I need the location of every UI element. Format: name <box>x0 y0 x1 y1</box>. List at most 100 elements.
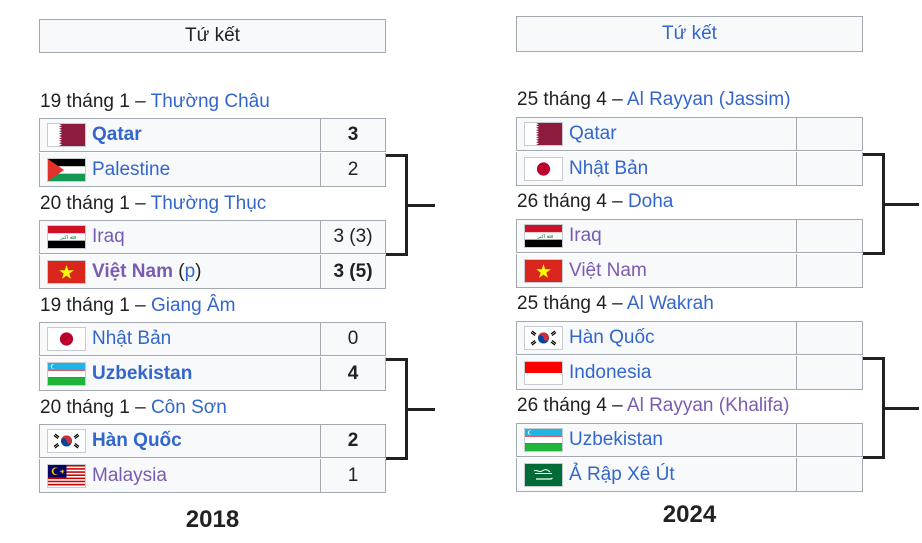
match-date: 26 tháng 4 – <box>517 395 627 416</box>
match-venue-link[interactable]: Al Wakrah <box>626 293 714 314</box>
svg-text:ﷲ ﺍﻛﺒﺮ: ﷲ ﺍﻛﺒﺮ <box>536 234 553 240</box>
team-cell: Việt Nam (p) <box>39 255 321 289</box>
team-name-link[interactable]: Malaysia <box>92 464 167 486</box>
match-venue-link[interactable]: Thường Thục <box>150 193 267 214</box>
team-score <box>797 423 863 457</box>
svg-text:ﷲ ﺍﻛﺒﺮ: ﷲ ﺍﻛﺒﺮ <box>59 235 76 241</box>
team-cell: Uzbekistan <box>39 357 321 391</box>
match-date: 20 tháng 1 – <box>40 193 151 214</box>
match-venue-link[interactable]: Côn Sơn <box>150 397 227 418</box>
team-cell: Việt Nam <box>516 254 797 288</box>
japan-flag-icon <box>47 327 86 351</box>
qatar-flag-icon <box>524 122 563 146</box>
team-score: 0 <box>321 322 386 356</box>
bracket-stub <box>882 203 919 206</box>
team-cell: Uzbekistan <box>516 423 797 457</box>
match-info: 19 tháng 1 – Giang Âm <box>40 295 235 317</box>
team-name-link[interactable]: Uzbekistan <box>569 429 663 450</box>
team-name-link[interactable]: Việt Nam <box>569 259 647 281</box>
team-score <box>797 219 863 253</box>
team-score: 3 (3) <box>321 220 386 254</box>
south-korea-flag-icon <box>47 429 86 453</box>
match-date: 20 tháng 1 – <box>40 397 151 418</box>
right-year-label: 2024 <box>662 501 717 528</box>
indonesia-flag-icon <box>524 360 563 385</box>
match-info: 25 tháng 4 – Al Wakrah <box>517 293 714 315</box>
bracket-stub <box>405 408 435 411</box>
team-name-link[interactable]: Indonesia <box>569 361 652 383</box>
right-round-header[interactable]: Tứ kết <box>516 16 863 52</box>
team-score <box>797 458 863 492</box>
team-row: Việt Nam <box>516 254 863 288</box>
team-score: 2 <box>321 424 386 458</box>
team-name-link[interactable]: Hàn Quốc <box>569 327 655 348</box>
vietnam-flag-icon <box>47 259 86 284</box>
match-venue-link[interactable]: Giang Âm <box>150 295 236 316</box>
team-cell: ﷲ ﺍﻛﺒﺮ Iraq <box>516 219 797 253</box>
team-cell: Nhật Bản <box>516 152 797 186</box>
bracket-stub <box>405 204 435 207</box>
team-cell: Ả Rập Xê Út <box>516 458 797 492</box>
team-row: Qatar <box>516 117 863 151</box>
team-row: ﷲ ﺍﻛﺒﺮ Iraq <box>516 219 863 253</box>
saudi-arabia-flag-icon <box>524 462 563 487</box>
left-round-header: Tứ kết <box>39 19 386 53</box>
team-row: Việt Nam (p)3 (5) <box>39 255 386 289</box>
match-date: 19 tháng 1 – <box>40 91 151 112</box>
uzbekistan-flag-icon <box>47 361 86 386</box>
team-row: Nhật Bản <box>516 152 863 186</box>
team-score <box>797 152 863 186</box>
team-name-link[interactable]: Hàn Quốc <box>92 430 182 451</box>
team-score: 1 <box>321 459 386 493</box>
match-info: 19 tháng 1 – Thường Châu <box>40 91 270 113</box>
match-venue-link[interactable]: Doha <box>627 191 674 212</box>
team-cell: Qatar <box>516 117 797 151</box>
team-row: Qatar 3 <box>39 118 386 152</box>
match-info: 25 tháng 4 – Al Rayyan (Jassim) <box>517 89 791 111</box>
japan-flag-icon <box>524 156 563 181</box>
team-name-link[interactable]: Việt Nam <box>92 260 173 282</box>
team-row: Uzbekistan 4 <box>39 357 386 391</box>
match-date: 26 tháng 4 – <box>517 191 628 212</box>
team-cell: Nhật Bản <box>39 322 321 356</box>
match-date: 25 tháng 4 – <box>517 89 627 110</box>
team-name-link[interactable]: Ả Rập Xê Út <box>569 463 675 485</box>
vietnam-flag-icon <box>524 258 563 283</box>
malaysia-flag-icon <box>47 463 86 488</box>
team-row: Ả Rập Xê Út <box>516 458 863 492</box>
penalty-link[interactable]: p <box>184 260 196 282</box>
team-score: 3 (5) <box>321 255 386 289</box>
team-name-link[interactable]: Iraq <box>92 226 125 247</box>
team-name-link[interactable]: Iraq <box>569 225 602 246</box>
team-row: Uzbekistan <box>516 423 863 457</box>
team-row: Hàn Quốc <box>516 321 863 355</box>
penalty-note: (p) <box>172 260 202 282</box>
bracket-stub <box>882 407 919 410</box>
iraq-flag-icon: ﷲ ﺍﻛﺒﺮ <box>524 224 563 248</box>
match-info: 26 tháng 4 – Al Rayyan (Khalifa) <box>517 395 790 417</box>
team-name-link[interactable]: Uzbekistan <box>92 362 193 384</box>
team-row: ﷲ ﺍﻛﺒﺮ Iraq 3 (3) <box>39 220 386 254</box>
iraq-flag-icon: ﷲ ﺍﻛﺒﺮ <box>47 225 86 249</box>
team-name-link[interactable]: Qatar <box>92 124 142 145</box>
team-name-link[interactable]: Nhật Bản <box>569 157 649 179</box>
match-date: 25 tháng 4 – <box>517 293 627 314</box>
team-cell: Hàn Quốc <box>516 321 797 355</box>
team-name-link[interactable]: Palestine <box>92 158 171 180</box>
team-name-link[interactable]: Nhật Bản <box>92 328 172 349</box>
team-score: 3 <box>321 118 386 152</box>
match-venue-link[interactable]: Thường Châu <box>150 91 270 112</box>
match-venue-link[interactable]: Al Rayyan (Khalifa) <box>626 395 790 416</box>
qatar-flag-icon <box>47 123 86 147</box>
team-score <box>797 356 863 390</box>
team-cell: Malaysia <box>39 459 321 493</box>
palestine-flag-icon <box>47 157 86 182</box>
match-info: 20 tháng 1 – Côn Sơn <box>40 397 227 419</box>
team-name-link[interactable]: Qatar <box>569 123 617 144</box>
team-score <box>797 321 863 355</box>
team-score: 4 <box>321 357 386 391</box>
team-cell: Palestine <box>39 153 321 187</box>
team-score <box>797 117 863 151</box>
match-venue-link[interactable]: Al Rayyan (Jassim) <box>626 89 791 110</box>
